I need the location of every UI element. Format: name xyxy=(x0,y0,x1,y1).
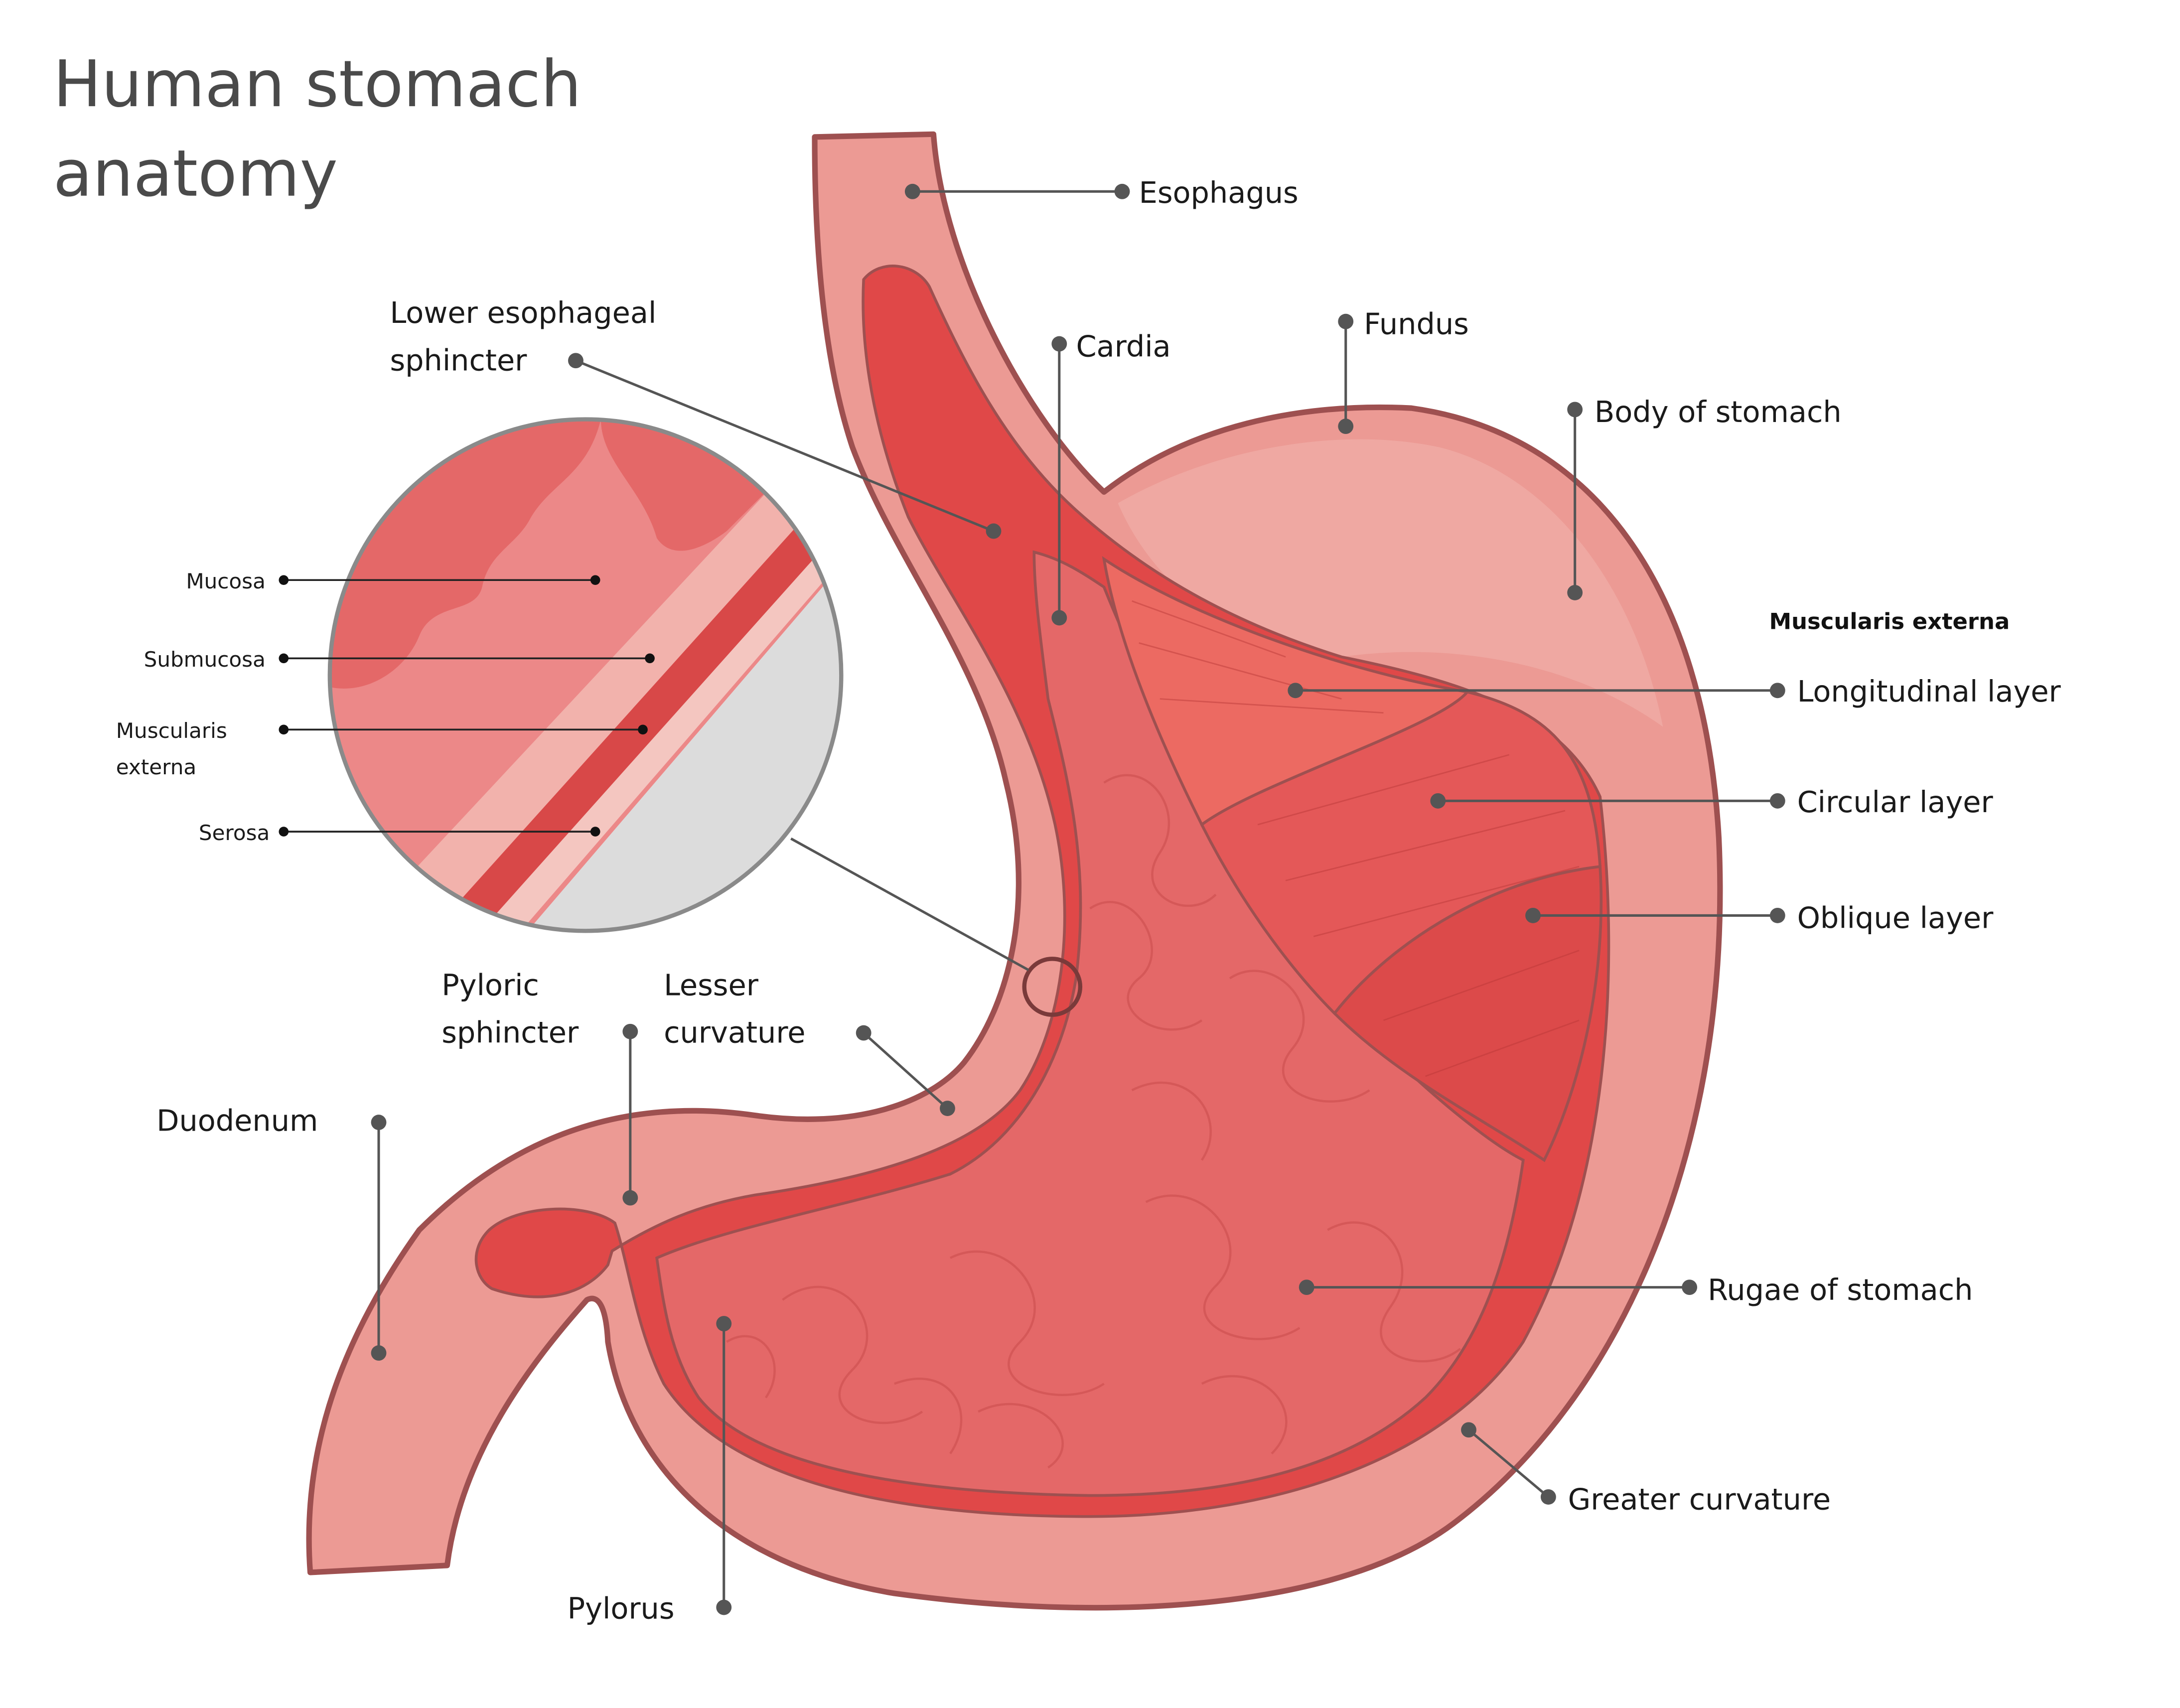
label-pylorus: Pylorus xyxy=(568,1591,675,1625)
stomach-illustration xyxy=(306,131,1723,1611)
label-circular: Circular layer xyxy=(1797,785,1994,819)
label-pyloric-2: sphincter xyxy=(441,1015,579,1050)
oblique-layer-region xyxy=(1332,865,1603,1162)
inset-muscularis xyxy=(440,503,842,931)
title-line-1: Human stomach xyxy=(53,47,581,122)
label-esophagus: Esophagus xyxy=(1139,175,1299,210)
inset-serosa xyxy=(482,531,842,931)
inset-label-muscularis-1: Muscularis xyxy=(116,718,227,743)
inset-label-muscularis-2: externa xyxy=(116,755,196,779)
label-fundus: Fundus xyxy=(1364,306,1469,341)
label-body: Body of stomach xyxy=(1595,395,1842,429)
label-greater: Greater curvature xyxy=(1568,1482,1831,1517)
label-pyloric-1: Pyloric xyxy=(441,968,539,1002)
inset-submucosa xyxy=(391,475,842,931)
label-longitudinal: Longitudinal layer xyxy=(1797,674,2061,709)
label-les-1: Lower esophageal xyxy=(390,295,656,330)
label-lesser-2: curvature xyxy=(664,1015,805,1050)
label-les-2: sphincter xyxy=(390,343,527,377)
label-duodenum: Duodenum xyxy=(156,1103,318,1138)
inset-label-serosa: Serosa xyxy=(199,821,270,845)
title-line-2: anatomy xyxy=(53,137,338,211)
label-rugae: Rugae of stomach xyxy=(1708,1273,1973,1307)
rugae-folds xyxy=(726,774,1461,1469)
label-muscularis-heading: Muscularis externa xyxy=(1769,608,2010,634)
label-oblique: Oblique layer xyxy=(1797,901,1994,935)
callouts: Esophagus Lower esophageal sphincter Car… xyxy=(156,175,2061,1626)
body-highlight xyxy=(1118,439,1663,727)
label-cardia: Cardia xyxy=(1076,329,1170,363)
muscularis-window xyxy=(1102,556,1603,1162)
zoom-connector xyxy=(790,837,1029,972)
wall-layers-inset: Mucosa Submucosa Muscularis externa Sero… xyxy=(116,417,844,933)
zoom-ring xyxy=(1022,957,1083,1017)
inset-label-mucosa: Mucosa xyxy=(186,569,265,593)
inset-label-submucosa: Submucosa xyxy=(144,647,266,672)
label-lesser-1: Lesser xyxy=(664,968,759,1002)
